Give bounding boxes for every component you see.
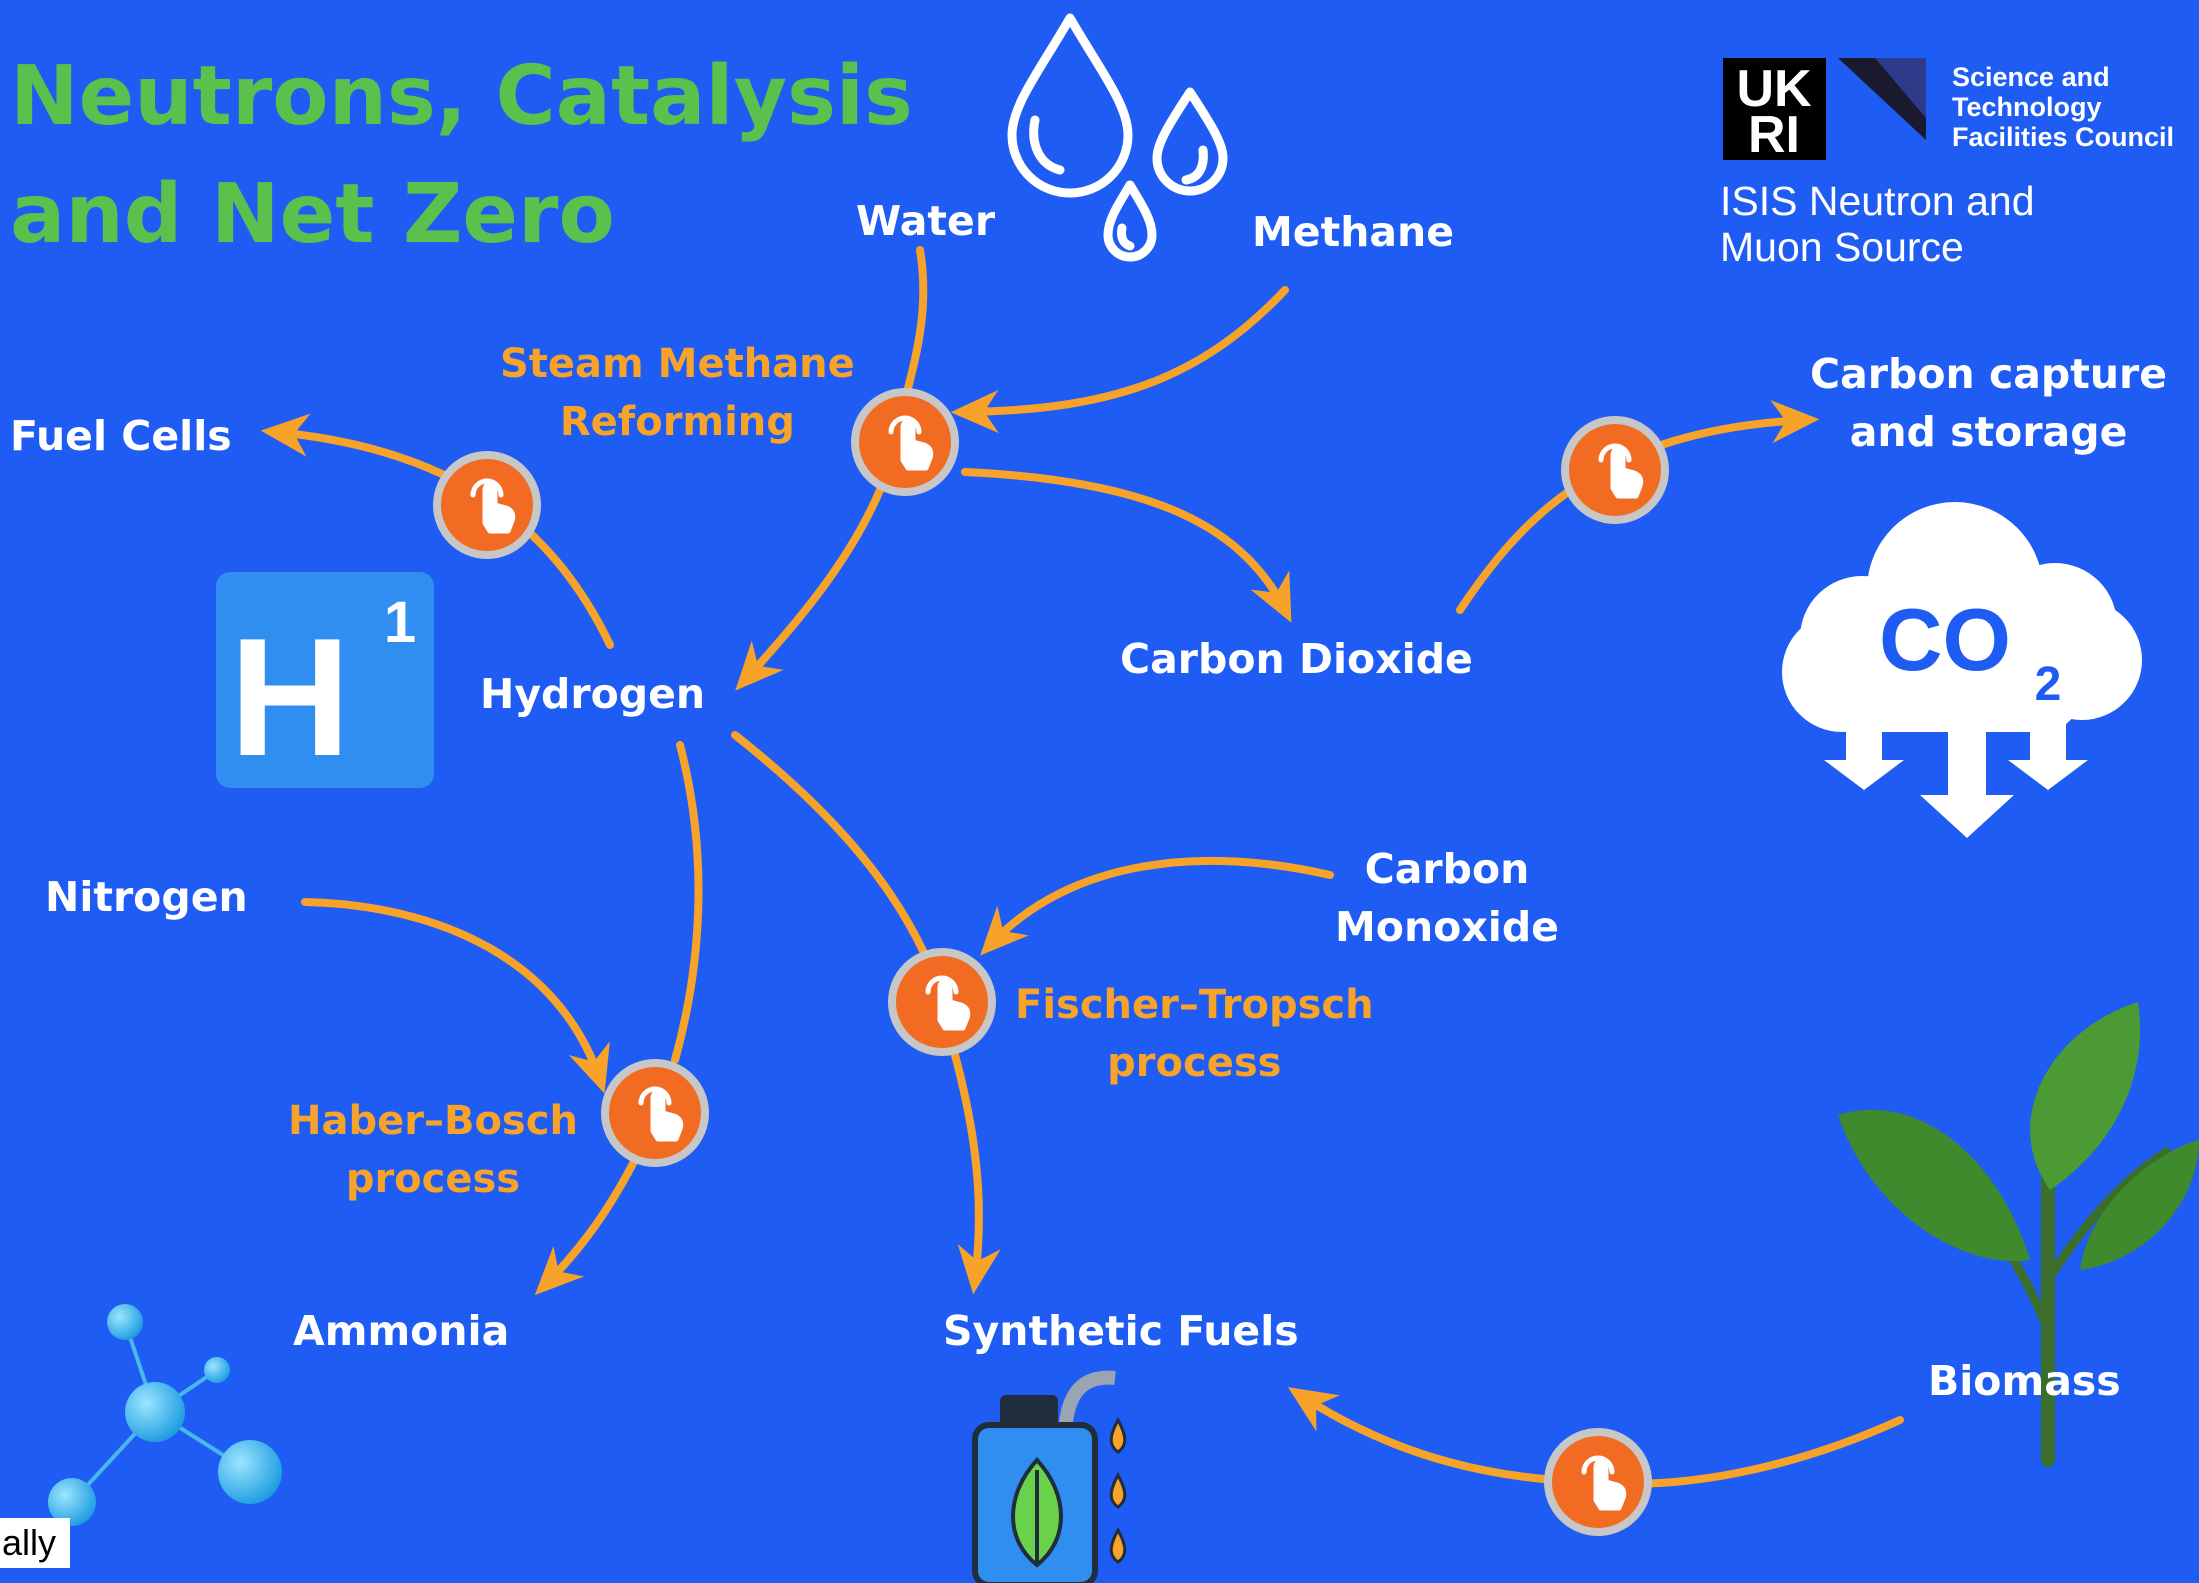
ukri-logo-top: UK <box>1736 60 1812 118</box>
tap-icon <box>925 975 971 1031</box>
label-ammonia: Ammonia <box>293 1307 510 1355</box>
facility-line-1: ISIS Neutron and <box>1720 178 2035 224</box>
element-symbol: H <box>229 603 350 791</box>
hotspot-biomass[interactable] <box>1544 1428 1652 1536</box>
arrow-water-to-smr <box>901 246 928 404</box>
council-line-2: Technology <box>1952 92 2102 122</box>
arrow-methane-to-smr <box>950 286 1289 434</box>
label-synthetic-fuels: Synthetic Fuels <box>943 1307 1299 1355</box>
arrow-haberbosch-to-ammonia <box>534 1146 644 1296</box>
council-line-3: Facilities Council <box>1952 122 2175 152</box>
label-carbon-monoxide: Carbon Monoxide <box>1335 840 1559 956</box>
corner-caption-text: ally <box>2 1522 57 1563</box>
corner-caption-overlay: ally <box>0 1518 70 1568</box>
steam-methane-line-1: Steam Methane <box>500 341 855 387</box>
steam-methane-line-2: Reforming <box>559 399 795 445</box>
tap-icon <box>1581 1455 1627 1511</box>
water-drops-icon <box>1007 13 1228 262</box>
label-carbon-dioxide: Carbon Dioxide <box>1120 635 1473 683</box>
hotspot-fuel-cells[interactable] <box>433 451 541 559</box>
tap-icon <box>638 1086 684 1142</box>
page-title: Neutrons, Catalysis and Net Zero <box>10 38 913 274</box>
hotspot-steam-methane[interactable] <box>851 388 959 496</box>
carbon-monoxide-line-2: Monoxide <box>1335 903 1559 951</box>
arrow-hydrogen-to-fischertropsch <box>731 731 929 959</box>
facility-name: ISIS Neutron and Muon Source <box>1720 178 2035 270</box>
council-name: Science and Technology Facilities Counci… <box>1952 62 2174 152</box>
fuel-can-icon <box>972 1370 1127 1583</box>
label-biomass: Biomass <box>1928 1357 2121 1405</box>
fischer-tropsch-line-1: Fischer–Tropsch <box>1015 982 1374 1028</box>
haber-bosch-line-1: Haber–Bosch <box>288 1098 578 1144</box>
arrow-nitrogen-to-haberbosch <box>301 898 610 1094</box>
arrow-hydrogen-to-haberbosch <box>671 741 703 1064</box>
ukri-logo-bottom: RI <box>1748 106 1800 164</box>
label-steam-methane-reforming: Steam Methane Reforming <box>500 335 855 451</box>
molecule-icon <box>48 1304 282 1526</box>
arrow-smr-to-co2 <box>961 468 1292 623</box>
co2-text: CO <box>1879 590 2011 689</box>
arrow-fischertropsch-to-synfuels <box>951 1051 1001 1295</box>
label-hydrogen: Hydrogen <box>480 670 706 718</box>
hydrogen-element-tile <box>216 572 434 788</box>
co2-subscript: 2 <box>2035 658 2062 711</box>
carbon-capture-line-2: and storage <box>1849 408 2128 456</box>
hotspot-carbon-capture[interactable] <box>1561 416 1669 524</box>
ukri-logo: UK RI <box>1723 58 1926 164</box>
label-fischer-tropsch: Fischer–Tropsch process <box>1015 976 1374 1092</box>
element-number: 1 <box>384 590 416 655</box>
fischer-tropsch-line-2: process <box>1107 1040 1282 1086</box>
co2-cloud-icon: CO 2 <box>1782 502 2142 838</box>
tap-icon <box>470 478 516 534</box>
title-line-1: Neutrons, Catalysis <box>10 49 913 144</box>
label-carbon-capture: Carbon capture and storage <box>1810 345 2167 461</box>
title-line-2: and Net Zero <box>10 167 615 262</box>
arrow-co-to-fischertropsch <box>980 856 1334 956</box>
hotspot-haber-bosch[interactable] <box>601 1059 709 1167</box>
label-fuel-cells: Fuel Cells <box>10 412 232 460</box>
label-haber-bosch: Haber–Bosch process <box>288 1092 578 1208</box>
facility-line-2: Muon Source <box>1720 224 1964 270</box>
tap-icon <box>1598 443 1644 499</box>
carbon-monoxide-line-1: Carbon <box>1364 845 1530 893</box>
arrow-smr-to-hydrogen <box>735 486 884 691</box>
label-methane: Methane <box>1252 208 1455 256</box>
label-water: Water <box>856 197 996 245</box>
haber-bosch-line-2: process <box>345 1156 521 1202</box>
plant-icon <box>1838 1002 2199 1467</box>
hotspot-fischer-tropsch[interactable] <box>888 948 996 1056</box>
tap-icon <box>888 415 934 471</box>
carbon-capture-line-1: Carbon capture <box>1810 350 2168 398</box>
label-nitrogen: Nitrogen <box>45 873 248 921</box>
council-line-1: Science and <box>1952 62 2110 92</box>
